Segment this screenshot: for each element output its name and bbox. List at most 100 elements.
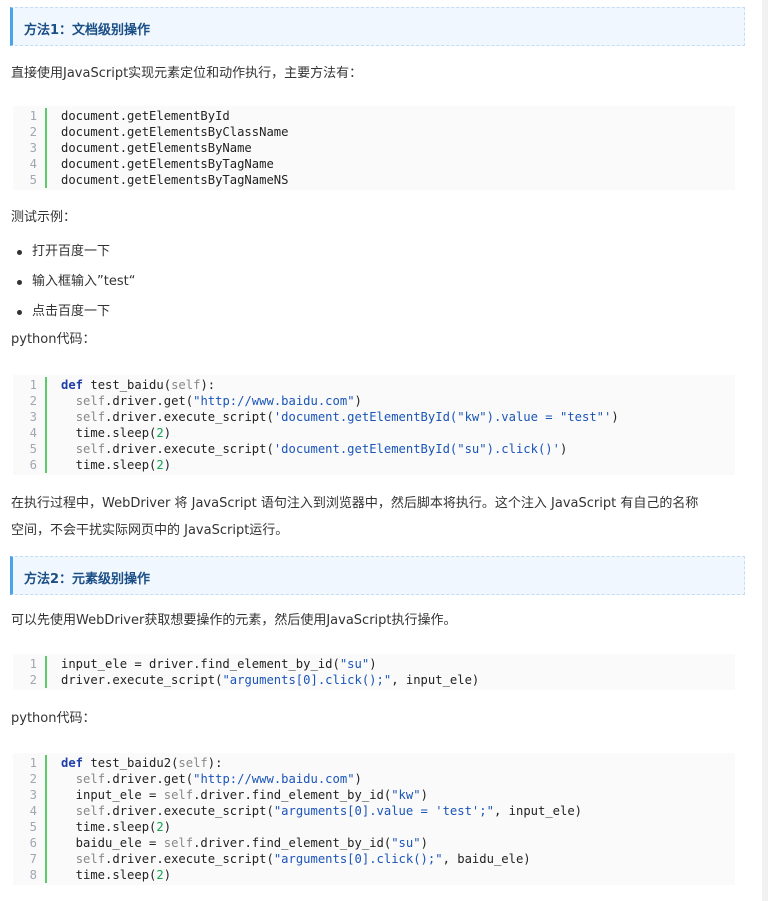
gutter-divider bbox=[45, 819, 47, 835]
code-line: 2 self.driver.get("http://www.baidu.com"… bbox=[13, 771, 735, 787]
code-text: document.getElementById bbox=[61, 109, 230, 123]
line-number: 2 bbox=[29, 125, 37, 139]
code-line: 2 self.driver.get("http://www.baidu.com"… bbox=[13, 393, 735, 409]
gutter-divider bbox=[45, 771, 47, 787]
code-text: self.driver.get("http://www.baidu.com") bbox=[75, 772, 362, 786]
line-number: 6 bbox=[29, 836, 37, 850]
code-line: 1 def test_baidu(self): bbox=[13, 377, 735, 393]
line-number: 2 bbox=[29, 772, 37, 786]
code-block-snippet[interactable]: 1 input_ele = driver.find_element_by_id("… bbox=[13, 654, 735, 690]
scrollbar[interactable] bbox=[762, 0, 768, 901]
code-text: time.sleep(2) bbox=[61, 426, 172, 440]
code-line: 2 document.getElementsByClassName bbox=[13, 124, 735, 140]
line-number: 3 bbox=[29, 788, 37, 802]
code-line: 4 document.getElementsByTagName bbox=[13, 156, 735, 172]
line-number: 1 bbox=[29, 378, 37, 392]
line-number: 4 bbox=[29, 426, 37, 440]
gutter-divider bbox=[45, 867, 47, 883]
code-line: 3 input_ele = self.driver.find_element_b… bbox=[13, 787, 735, 803]
line-number: 8 bbox=[29, 868, 37, 882]
gutter-divider bbox=[45, 457, 47, 473]
line-number: 2 bbox=[29, 673, 37, 687]
line-number: 5 bbox=[29, 820, 37, 834]
section-heading-method1: 方法1：文档级别操作 bbox=[10, 7, 745, 46]
code-block-dom-methods[interactable]: 1 document.getElementById 2 document.getEle… bbox=[13, 106, 735, 190]
code-line: 5 self.driver.execute_script('document.g… bbox=[13, 441, 735, 457]
gutter-divider bbox=[45, 156, 47, 172]
code-text: self.driver.execute_script('document.get… bbox=[75, 442, 568, 456]
code-text: def test_baidu2(self): bbox=[61, 756, 223, 770]
code-text: self.driver.execute_script("arguments[0]… bbox=[75, 804, 583, 818]
gutter-divider bbox=[45, 755, 47, 771]
line-number: 1 bbox=[29, 109, 37, 123]
steps-list: 打开百度一下 输入框输入”test“ 点击百度一下 bbox=[0, 237, 135, 327]
code-text: time.sleep(2) bbox=[61, 868, 172, 882]
code-line: 1 document.getElementById bbox=[13, 108, 735, 124]
code-text: input_ele = driver.find_element_by_id("s… bbox=[61, 657, 377, 671]
line-number: 5 bbox=[29, 442, 37, 456]
gutter-divider bbox=[45, 656, 47, 672]
code-line: 4 self.driver.execute_script("arguments[… bbox=[13, 803, 735, 819]
gutter-divider bbox=[45, 803, 47, 819]
gutter-divider bbox=[45, 851, 47, 867]
code-line: 6 time.sleep(2) bbox=[13, 457, 735, 473]
code-text: self.driver.execute_script('document.get… bbox=[75, 410, 619, 424]
line-number: 6 bbox=[29, 458, 37, 472]
code-line: 3 self.driver.execute_script('document.g… bbox=[13, 409, 735, 425]
list-item: 输入框输入”test“ bbox=[0, 267, 135, 297]
code-text: time.sleep(2) bbox=[61, 458, 172, 472]
gutter-divider bbox=[45, 787, 47, 803]
line-number: 2 bbox=[29, 394, 37, 408]
code-line: 1 input_ele = driver.find_element_by_id("… bbox=[13, 656, 735, 672]
python-label: python代码： bbox=[11, 332, 96, 347]
code-line: 3 document.getElementsByName bbox=[13, 140, 735, 156]
code-text: document.getElementsByTagNameNS bbox=[61, 173, 289, 187]
gutter-divider bbox=[45, 377, 47, 393]
gutter-divider bbox=[45, 409, 47, 425]
python-label-2: python代码： bbox=[11, 711, 96, 726]
explanation-line-1: 在执行过程中，WebDriver 将 JavaScript 语句注入到浏览器中，… bbox=[11, 496, 699, 511]
gutter-divider bbox=[45, 172, 47, 188]
intro-paragraph-2: 可以先使用WebDriver获取想要操作的元素，然后使用JavaScript执行… bbox=[11, 613, 457, 628]
line-number: 4 bbox=[29, 804, 37, 818]
gutter-divider bbox=[45, 425, 47, 441]
heading-text: 方法2：元素级别操作 bbox=[24, 572, 151, 587]
gutter-divider bbox=[45, 124, 47, 140]
gutter-divider bbox=[45, 393, 47, 409]
section-heading-method2: 方法2：元素级别操作 bbox=[10, 556, 745, 595]
gutter-divider bbox=[45, 441, 47, 457]
line-number: 3 bbox=[29, 410, 37, 424]
code-text: document.getElementsByTagName bbox=[61, 157, 274, 171]
code-text: time.sleep(2) bbox=[61, 820, 172, 834]
code-line: 2 driver.execute_script("arguments[0].cli… bbox=[13, 672, 735, 688]
line-number: 1 bbox=[29, 657, 37, 671]
gutter-divider bbox=[45, 140, 47, 156]
code-line: 5 time.sleep(2) bbox=[13, 819, 735, 835]
gutter-divider bbox=[45, 835, 47, 851]
gutter-divider bbox=[45, 108, 47, 124]
list-item: 打开百度一下 bbox=[0, 237, 135, 267]
gutter-divider bbox=[45, 672, 47, 688]
list-item: 点击百度一下 bbox=[0, 297, 135, 327]
line-number: 3 bbox=[29, 141, 37, 155]
code-text: self.driver.get("http://www.baidu.com") bbox=[75, 394, 362, 408]
code-text: input_ele = self.driver.find_element_by_… bbox=[61, 788, 428, 802]
explanation-line-2: 空间，不会干扰实际网页中的 JavaScript运行。 bbox=[11, 523, 289, 538]
code-line: 4 time.sleep(2) bbox=[13, 425, 735, 441]
code-line: 6 baidu_ele = self.driver.find_element_b… bbox=[13, 835, 735, 851]
code-text: driver.execute_script("arguments[0].clic… bbox=[61, 673, 480, 687]
code-text: document.getElementsByName bbox=[61, 141, 252, 155]
code-line: 8 time.sleep(2) bbox=[13, 867, 735, 883]
heading-text: 方法1：文档级别操作 bbox=[24, 23, 151, 38]
code-text: self.driver.execute_script("arguments[0]… bbox=[75, 852, 531, 866]
code-text: baidu_ele = self.driver.find_element_by_… bbox=[61, 836, 428, 850]
line-number: 4 bbox=[29, 157, 37, 171]
code-text: document.getElementsByClassName bbox=[61, 125, 289, 139]
line-number: 7 bbox=[29, 852, 37, 866]
code-text: def test_baidu(self): bbox=[61, 378, 216, 392]
intro-paragraph: 直接使用JavaScript实现元素定位和动作执行，主要方法有： bbox=[11, 66, 363, 81]
